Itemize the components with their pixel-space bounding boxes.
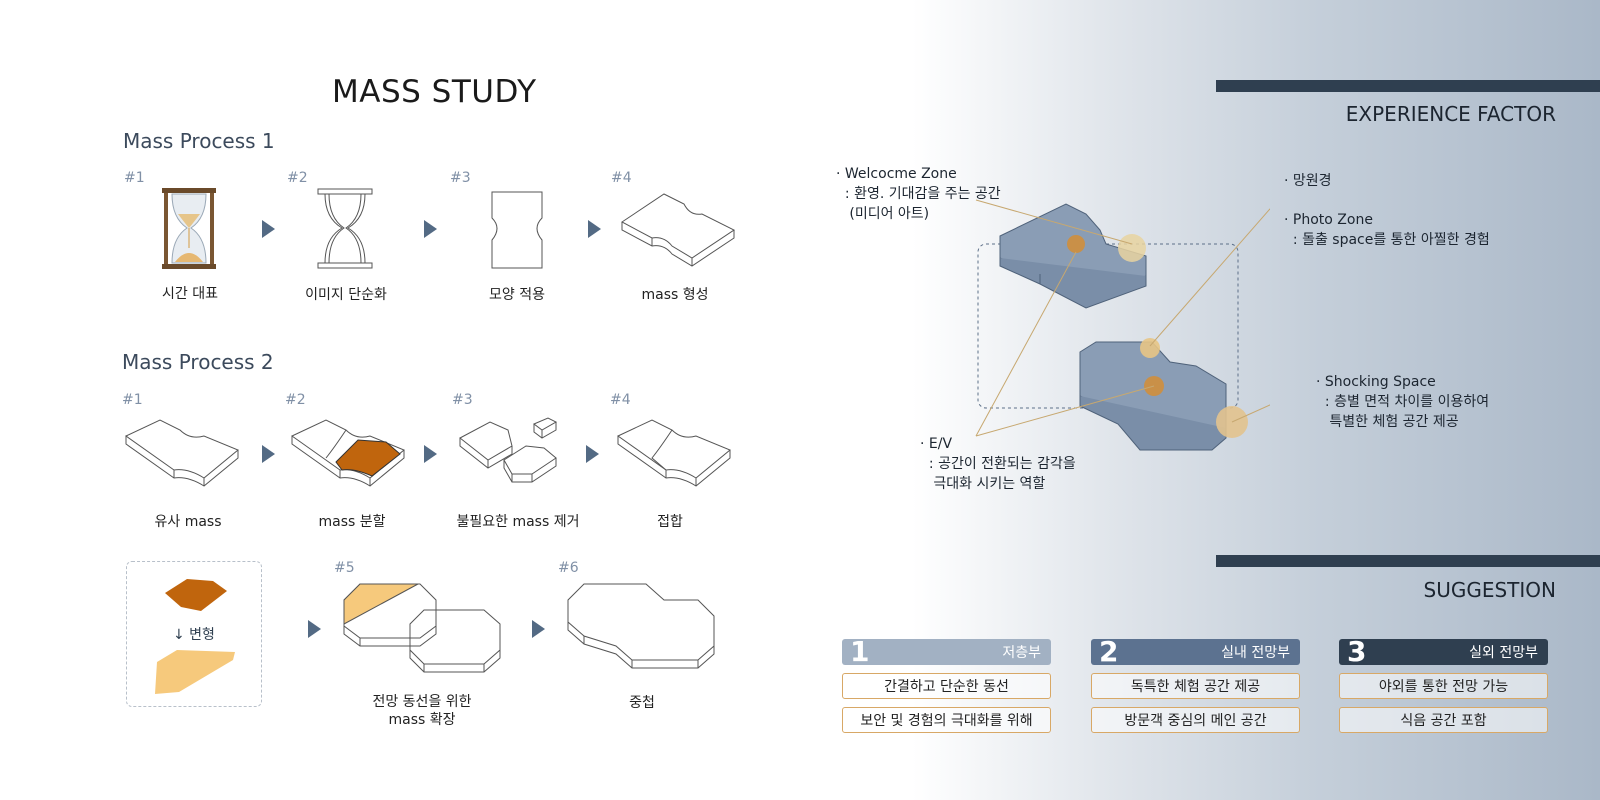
annotation-shocking: · Shocking Space : 층별 면적 차이를 이용하여 특별한 체험… [1316, 374, 1490, 430]
simplified-hourglass-icon [317, 188, 373, 269]
p2-step6-caption: 중첩 [629, 695, 655, 711]
p2-arrow-4 [308, 620, 321, 638]
expanded-mass-icon [343, 583, 501, 673]
suggestion-col3-header: 3 실외 전망부 [1339, 635, 1548, 668]
transform-box: ↓ 변형 [126, 561, 262, 707]
p1-arrow-3 [588, 220, 601, 238]
remove-mass-icon [459, 417, 558, 483]
suggestion-bar [1216, 555, 1600, 567]
p2-step4-caption: 접합 [657, 514, 683, 530]
suggestion-col1-header: 1 저층부 [842, 635, 1051, 668]
experience-diagram [975, 199, 1270, 451]
p2-step4-num: #4 [610, 392, 631, 408]
suggestion-heading: SUGGESTION [1423, 578, 1556, 602]
light-orange-shape-icon [155, 650, 235, 694]
p2-step3-caption: 불필요한 mass 제거 [456, 514, 580, 530]
p2-step2-caption: mass 분할 [318, 514, 386, 530]
annotation-telescope: · 망원경 [1284, 173, 1332, 189]
suggestion-col2-num: 2 [1099, 635, 1119, 668]
process2-label: Mass Process 2 [122, 350, 274, 374]
suggestion-col2-item1: 독특한 체험 공간 제공 [1091, 673, 1300, 699]
p1-step4-caption: mass 형성 [641, 287, 709, 303]
suggestion-col3-item2: 식음 공간 포함 [1339, 707, 1548, 733]
p1-arrow-2 [424, 220, 437, 238]
p2-arrow-5 [532, 620, 545, 638]
experience-bar [1216, 80, 1600, 92]
p2-step6-num: #6 [558, 560, 579, 576]
suggestion-col2-header: 2 실내 전망부 [1091, 635, 1300, 668]
suggestion-col1-item2: 보안 및 경험의 극대화를 위해 [842, 707, 1051, 733]
p1-step2-num: #2 [287, 170, 308, 186]
suggestion-col1-item1: 간결하고 단순한 동선 [842, 673, 1051, 699]
suggestion-col1-label: 저층부 [1002, 645, 1041, 661]
process1-label: Mass Process 1 [123, 129, 275, 153]
experience-heading: EXPERIENCE FACTOR [1345, 102, 1556, 126]
page-title: MASS STUDY [332, 74, 537, 110]
annotation-photo: · Photo Zone : 돌출 space를 통한 아찔한 경험 [1284, 212, 1490, 248]
p2-step2-num: #2 [285, 392, 306, 408]
annotation-welcome: · Welcocme Zone : 환영. 기대감을 주는 공간 (미디어 아트… [836, 166, 1001, 222]
transform-label: ↓ 변형 [173, 627, 215, 643]
mass-formed-icon [621, 193, 735, 267]
p1-step1-num: #1 [124, 170, 145, 186]
similar-mass-icon [125, 419, 239, 487]
p1-arrow-1 [262, 220, 275, 238]
annotation-ev: · E/V : 공간이 전환되는 감각을 극대화 시키는 역할 [920, 436, 1076, 492]
p2-step1-num: #1 [122, 392, 143, 408]
shape-outline-icon [491, 191, 543, 269]
p2-step3-num: #3 [452, 392, 473, 408]
joined-mass-icon [617, 419, 731, 487]
p2-step5-num: #5 [334, 560, 355, 576]
suggestion-col2-label: 실내 전망부 [1221, 645, 1290, 661]
hourglass-icon [162, 188, 216, 269]
suggestion-col1-num: 1 [850, 635, 870, 668]
p1-step1-caption: 시간 대표 [162, 286, 218, 302]
suggestion-col3-item1: 야외를 통한 전망 가능 [1339, 673, 1548, 699]
p1-step2-caption: 이미지 단순화 [305, 287, 387, 303]
p1-step3-num: #3 [450, 170, 471, 186]
orange-shape-icon [165, 579, 227, 611]
suggestion-col3-label: 실외 전망부 [1469, 645, 1538, 661]
suggestion-col3-num: 3 [1347, 635, 1367, 668]
p2-arrow-2 [424, 445, 437, 463]
overlap-mass-icon [567, 583, 715, 669]
split-mass-icon [291, 419, 405, 487]
suggestion-col2-item2: 방문객 중심의 메인 공간 [1091, 707, 1300, 733]
p2-step1-caption: 유사 mass [154, 514, 222, 530]
p1-step3-caption: 모양 적용 [489, 287, 545, 303]
p2-arrow-1 [262, 445, 275, 463]
p1-step4-num: #4 [611, 170, 632, 186]
p2-step5-caption: 전망 동선을 위한 mass 확장 [372, 694, 472, 728]
p2-arrow-3 [586, 445, 599, 463]
